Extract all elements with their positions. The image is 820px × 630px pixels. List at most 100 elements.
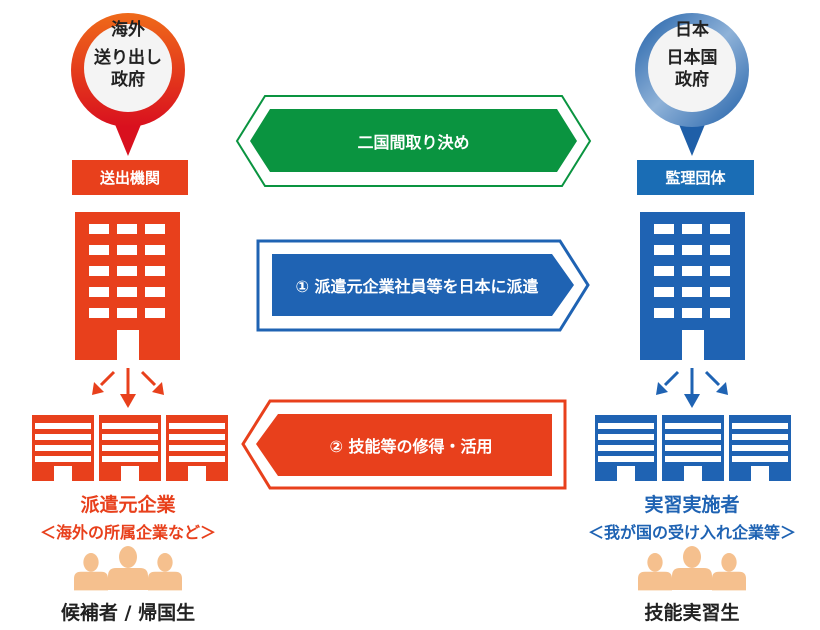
left-pin-label: 海外 送り出し 政府 xyxy=(88,19,168,91)
left-spread-arrows-icon xyxy=(92,368,164,408)
company-stripe xyxy=(732,445,788,451)
building-window xyxy=(682,287,702,297)
company-stripe xyxy=(35,445,91,451)
left-companies-icon xyxy=(32,415,228,481)
company-stripe xyxy=(35,434,91,440)
person-body xyxy=(672,568,712,590)
company-stripe xyxy=(102,423,158,429)
dispatch-label: ① 派遣元企業社員等を日本に派遣 xyxy=(295,277,539,296)
company-stripe xyxy=(665,423,721,429)
company-stripe xyxy=(665,445,721,451)
company-stripe xyxy=(665,456,721,462)
right-company-subtitle: ＜我が国の受け入れ企業等＞ xyxy=(587,523,796,542)
right-pin-line: 日本 xyxy=(675,20,709,40)
left-map-pin-icon xyxy=(71,13,185,156)
building-window xyxy=(654,224,674,234)
building-window xyxy=(682,266,702,276)
building-window xyxy=(682,245,702,255)
building-window xyxy=(145,224,165,234)
company-door xyxy=(121,466,139,481)
company-stripe xyxy=(102,434,158,440)
building-window xyxy=(117,287,137,297)
building-window xyxy=(89,308,109,318)
company-door xyxy=(617,466,635,481)
dispatch-arrow-shape xyxy=(256,239,590,332)
person-head xyxy=(647,553,663,572)
company-stripe xyxy=(169,434,225,440)
skills-label: ② 技能等の修得・活用 xyxy=(329,437,493,456)
building-window xyxy=(89,266,109,276)
building-window xyxy=(710,287,730,297)
right-pin-line: 日本国 xyxy=(666,48,718,68)
company-stripe xyxy=(665,434,721,440)
building-window xyxy=(654,245,674,255)
right-office-building-icon xyxy=(640,212,745,360)
person-head xyxy=(683,546,701,568)
right-pin-label: 日本 日本国 政府 xyxy=(652,19,732,91)
left-office-building-icon xyxy=(75,212,180,360)
building-window xyxy=(710,266,730,276)
left-company-title: 派遣元企業 xyxy=(80,494,176,516)
building-window xyxy=(654,287,674,297)
building-window xyxy=(682,308,702,318)
right-people-icon xyxy=(638,546,746,591)
supervising-org-label: 監理団体 xyxy=(637,160,754,195)
skills-arrow-shape xyxy=(241,399,567,490)
person-head xyxy=(721,553,737,572)
building-window xyxy=(145,245,165,255)
building-door xyxy=(682,330,704,360)
building-window xyxy=(117,266,137,276)
building-window xyxy=(145,287,165,297)
company-stripe xyxy=(732,434,788,440)
person-body xyxy=(638,571,672,591)
person-body xyxy=(712,571,746,591)
right-spread-arrows-icon xyxy=(656,368,728,408)
company-door xyxy=(54,466,72,481)
right-companies-icon xyxy=(595,415,791,481)
left-people-label: 候補者 / 帰国生 xyxy=(60,602,196,624)
company-stripe xyxy=(35,456,91,462)
person-head xyxy=(119,546,137,568)
company-door xyxy=(188,466,206,481)
left-pin-line: 海外 xyxy=(111,20,145,40)
company-stripe xyxy=(102,445,158,451)
building-window xyxy=(710,245,730,255)
building-window xyxy=(654,266,674,276)
company-stripe xyxy=(732,423,788,429)
company-stripe xyxy=(598,423,654,429)
company-stripe xyxy=(102,456,158,462)
building-door xyxy=(117,330,139,360)
left-pin-line: 送り出し xyxy=(94,48,162,68)
building-window xyxy=(89,287,109,297)
building-window xyxy=(117,245,137,255)
company-stripe xyxy=(169,456,225,462)
person-body xyxy=(74,571,108,591)
right-people-label: 技能実習生 xyxy=(644,602,740,624)
agreement-arrow-shape xyxy=(235,95,592,187)
building-window xyxy=(117,224,137,234)
building-window xyxy=(710,308,730,318)
company-stripe xyxy=(169,445,225,451)
left-pin-line: 政府 xyxy=(111,70,145,90)
right-company-title: 実習実施者 xyxy=(644,494,740,516)
company-door xyxy=(684,466,702,481)
company-door xyxy=(751,466,769,481)
person-head xyxy=(83,553,99,572)
company-stripe xyxy=(169,423,225,429)
building-window xyxy=(145,308,165,318)
building-window xyxy=(89,224,109,234)
person-body xyxy=(108,568,148,590)
building-window xyxy=(89,245,109,255)
company-stripe xyxy=(598,434,654,440)
building-window xyxy=(145,266,165,276)
left-people-icon xyxy=(74,546,182,591)
company-stripe xyxy=(35,423,91,429)
agreement-label: 二国間取り決め xyxy=(357,132,470,152)
right-pin-line: 政府 xyxy=(675,70,709,90)
person-body xyxy=(148,571,182,591)
sending-agency-label: 送出機関 xyxy=(72,160,188,195)
company-stripe xyxy=(598,456,654,462)
company-stripe xyxy=(598,445,654,451)
